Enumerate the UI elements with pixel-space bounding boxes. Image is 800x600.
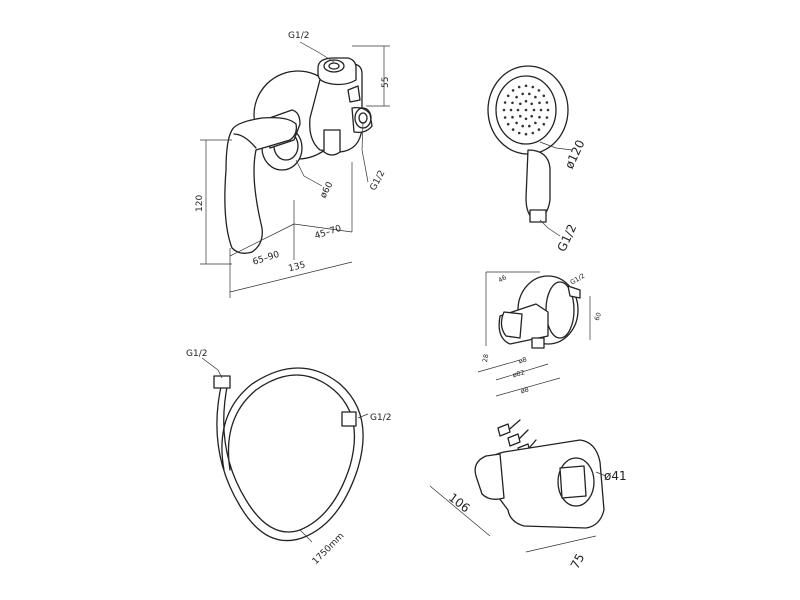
holder-dim-106: 106 [446,490,473,515]
nozzle-dot [542,122,546,126]
nozzle-dot [534,121,537,125]
nozzle-dot [531,131,535,135]
nozzle-dot [545,101,549,104]
wall-outlet-thread: G1/2 [569,272,586,287]
nozzle-dot [534,95,537,99]
nozzle-dot [538,115,541,119]
holder-dim-75: 75 [568,551,588,571]
nozzle-dot [538,101,541,105]
nozzle-dot [532,108,536,112]
shower-hose-drawing [201,357,369,543]
holder-clip [474,453,505,500]
nozzle-dot [511,89,515,92]
nozzle-dot [517,131,521,135]
mixer-dim-135: 135 [287,260,306,274]
nozzle-dot [506,122,510,126]
nozzle-dot [516,108,520,112]
mixer-dim-45-70: 45–70 [314,224,343,242]
nozzle-dot [524,99,528,103]
nozzle-dot [511,115,514,119]
slide-holder-drawing [429,439,607,553]
shower-hose-end-left [213,375,231,389]
nozzle-dot [515,95,518,99]
hand-shower-drawing [487,65,573,237]
wall-outlet-dim-b1: ø82 [512,368,526,379]
nozzle-dot [524,108,528,112]
nozzle-dot [517,85,521,89]
nozzle-dot [511,101,514,105]
nozzle-dot [521,92,524,96]
hand-shower-dim-d120: ø120 [562,138,587,171]
nozzle-dot [539,108,543,112]
mixer-lever-handle [224,116,298,254]
wall-outlet-dim-b3: ø8 [520,385,530,395]
wall-outlet-dim-top: 46 [497,273,508,284]
mixer-inlet-side-label: G1/2 [369,169,388,193]
nozzle-dot [530,102,533,106]
nozzle-dot [506,94,510,98]
shower-hose-length-label: 1750mm [311,531,347,567]
mixer-inlet-top-label: G1/2 [288,31,309,41]
holder-dim-d41: ø41 [604,469,627,483]
nozzle-dot [509,108,513,112]
hand-shower-thread: G1/2 [555,222,580,254]
wall-outlet-dim-left: 28 [481,353,490,363]
mixer-dimensions [200,41,390,298]
wall-outlet-drawing [477,271,591,397]
nozzle-dot [528,92,531,96]
nozzle-dot [524,132,528,136]
nozzle-dot [528,124,531,128]
nozzle-dot [519,114,522,118]
mixer-dim-65-90: 65–90 [252,250,281,268]
hand-shower-labels: ø120 G1/2 [555,138,588,254]
nozzle-dot [542,94,546,98]
nozzle-dot [502,108,506,112]
nozzle-dot [515,121,518,125]
concealed-mixer-drawing [224,57,373,254]
nozzle-dot [530,114,533,118]
nozzle-dot [537,128,541,131]
nozzle-dot [519,102,522,106]
mixer-dim-55: 55 [381,77,391,88]
nozzle-dot [546,108,550,112]
wall-outlet-dim-b2: ø8 [518,355,528,365]
nozzle-dot [521,124,524,128]
mixer-dim-d60: ø60 [319,180,336,200]
nozzle-dot [524,117,528,121]
shower-hose-outer [216,367,364,542]
nozzle-dot [511,128,515,131]
hand-shower-nozzles [502,84,550,136]
nozzle-dot [503,116,507,119]
hand-shower-handle [525,149,551,219]
nozzle-dot [545,116,549,119]
wall-outlet-holder [500,311,523,339]
nozzle-dot [531,85,535,89]
mixer-dim-120: 120 [195,195,205,212]
shower-hose-inner [223,374,356,533]
shower-hose-end-right-label: G1/2 [370,413,391,423]
shower-hose-end-left-label: G1/2 [186,349,207,359]
nozzle-dot [503,101,507,104]
shower-hose-end-right [341,411,357,427]
nozzle-dot [537,89,541,92]
wall-outlet-dim-right: 60 [593,311,603,322]
nozzle-dot [524,84,528,88]
mixer-valve-body [309,63,363,153]
